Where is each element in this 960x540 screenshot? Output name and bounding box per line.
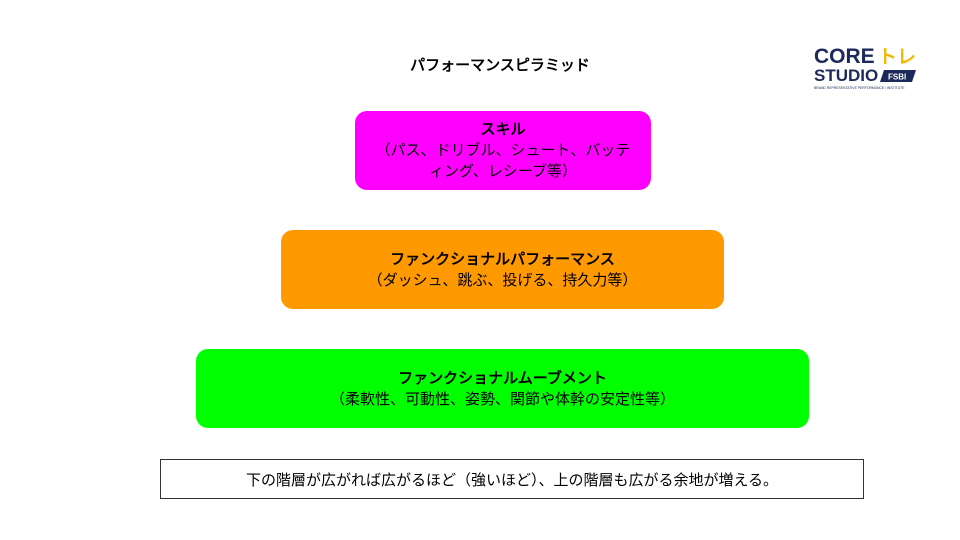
- logo-core-text: CORE: [814, 45, 875, 68]
- page-title: パフォーマンスピラミッド: [410, 56, 590, 74]
- logo-studio-text: STUDIO: [814, 66, 878, 85]
- tier-skill: スキル （パス、ドリブル、シュート、バッティング、レシーブ等）: [355, 111, 651, 190]
- logo-graphic: CORE トレ STUDIO FSBI BRAND REPRESENTATIVE…: [814, 45, 916, 90]
- tier-functional-performance-heading: ファンクショナルパフォーマンス: [390, 249, 615, 268]
- tier-skill-detail: （パス、ドリブル、シュート、バッティング、レシーブ等）: [375, 141, 631, 180]
- tier-functional-performance-detail: （ダッシュ、跳ぶ、投げる、持久力等）: [367, 270, 638, 289]
- tier-functional-movement: ファンクショナルムーブメント （柔軟性、可動性、姿勢、関節や体幹の安定性等）: [196, 349, 809, 428]
- corestudio-logo: CORE トレ STUDIO FSBI BRAND REPRESENTATIVE…: [812, 42, 918, 92]
- logo-tore-text: トレ: [878, 46, 916, 68]
- tier-functional-movement-detail: （柔軟性、可動性、姿勢、関節や体幹の安定性等）: [329, 389, 675, 408]
- tier-skill-heading: スキル: [480, 120, 526, 138]
- logo-badge-text: FSBI: [888, 73, 906, 82]
- logo-badge-shape: [880, 70, 916, 82]
- tier-functional-performance: ファンクショナルパフォーマンス （ダッシュ、跳ぶ、投げる、持久力等）: [281, 230, 724, 309]
- tier-functional-movement-heading: ファンクショナルムーブメント: [398, 368, 607, 387]
- logo-tagline-text: BRAND REPRESENTATIVE PERFORMANCE / INSTI…: [814, 86, 905, 90]
- note-box: 下の階層が広がれば広がるほど（強いほど）、上の階層も広がる余地が増える。: [160, 459, 864, 499]
